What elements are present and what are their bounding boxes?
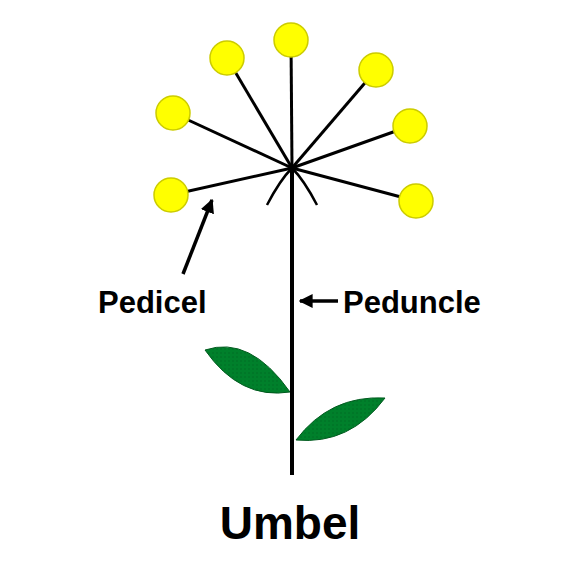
leader-arrow (300, 299, 338, 303)
flowers (154, 23, 433, 218)
pedicels (171, 40, 416, 201)
leader-arrow (183, 200, 212, 274)
caption: Umbel (220, 498, 361, 549)
part-label: Pedicel (98, 286, 207, 320)
part-label: Peduncle (343, 286, 481, 320)
leaf (296, 398, 385, 441)
peduncle-stem (290, 168, 294, 475)
leaf (205, 347, 290, 393)
